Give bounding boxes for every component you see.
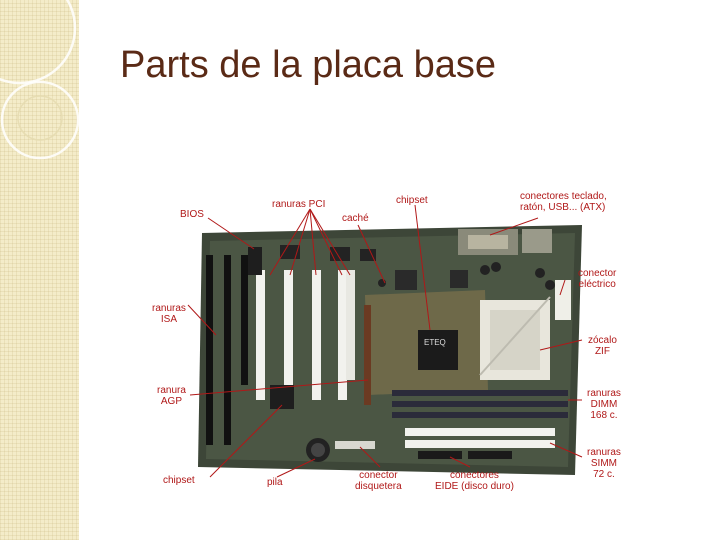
dimm-slot [392, 401, 568, 407]
leader-lines [187, 204, 583, 478]
simm-slot [405, 428, 555, 436]
label-bios: BIOS [180, 209, 204, 220]
label-ranura-agp: ranura AGP [157, 385, 186, 407]
motherboard-diagram: ETEQ [150, 185, 640, 535]
label-chipset-top: chipset [396, 195, 428, 206]
label-line: ranuras [587, 447, 621, 458]
label-conectores-teclado: conectores teclado, ratón, USB... (ATX) [520, 191, 607, 213]
power-connector [555, 280, 571, 320]
isa-slot [224, 255, 231, 445]
ide-connector [468, 451, 512, 459]
bios-chip [248, 247, 262, 275]
pci-slot [284, 270, 293, 400]
label-ranuras-isa: ranuras ISA [152, 303, 186, 325]
label-line: conectores teclado, [520, 191, 607, 202]
label-cache: caché [342, 213, 369, 224]
label-line: disquetera [355, 481, 402, 492]
isa-slot [241, 255, 248, 385]
label-pila: pila [267, 477, 283, 488]
label-line: ZIF [594, 346, 610, 357]
label-zocalo-zif: zócalo ZIF [588, 335, 617, 357]
label-line: ranuras [152, 303, 186, 314]
label-conector-disquetera: conector disquetera [355, 470, 402, 492]
dimm-slot [392, 412, 568, 418]
motherboard-illustration: ETEQ [187, 204, 583, 478]
chip-brand-text: ETEQ [424, 338, 446, 347]
label-chipset-bottom: chipset [163, 475, 195, 486]
label-line: ranuras [587, 388, 621, 399]
chipset-chip [418, 330, 458, 370]
decorative-sidebar [0, 0, 79, 540]
label-ranuras-pci: ranuras PCI [272, 199, 326, 210]
label-line: conectores [450, 470, 499, 481]
floppy-connector [335, 441, 375, 449]
pci-slot [256, 270, 265, 400]
dimm-slot [392, 390, 568, 396]
label-line: ratón, USB... (ATX) [520, 202, 606, 213]
label-line: zócalo [588, 335, 617, 346]
simm-slot [405, 440, 555, 448]
label-line: ranura [157, 385, 186, 396]
ide-connector [418, 451, 462, 459]
label-ranuras-dimm: ranuras DIMM 168 c. [587, 388, 621, 421]
label-line: DIMM [590, 399, 618, 410]
label-conectores-eide: conectores EIDE (disco duro) [435, 470, 514, 492]
pci-slot [312, 270, 321, 400]
agp-slot [364, 305, 371, 405]
label-line: SIMM [590, 458, 617, 469]
label-ranuras-simm: ranuras SIMM 72 c. [587, 447, 621, 480]
decorative-circles [0, 0, 79, 160]
slide-title: Parts de la placa base [120, 44, 497, 86]
label-line: conector [578, 268, 617, 279]
label-line: 72 c. [593, 469, 615, 480]
label-line: eléctrico [578, 279, 616, 290]
pci-slot [338, 270, 347, 400]
isa-slot [206, 255, 213, 445]
label-line: AGP [160, 396, 183, 407]
label-line: EIDE (disco duro) [435, 481, 514, 492]
label-conector-electrico: conector eléctrico [578, 268, 616, 290]
label-line: ISA [160, 314, 178, 325]
label-line: 168 c. [590, 410, 618, 421]
label-line: conector [359, 470, 398, 481]
